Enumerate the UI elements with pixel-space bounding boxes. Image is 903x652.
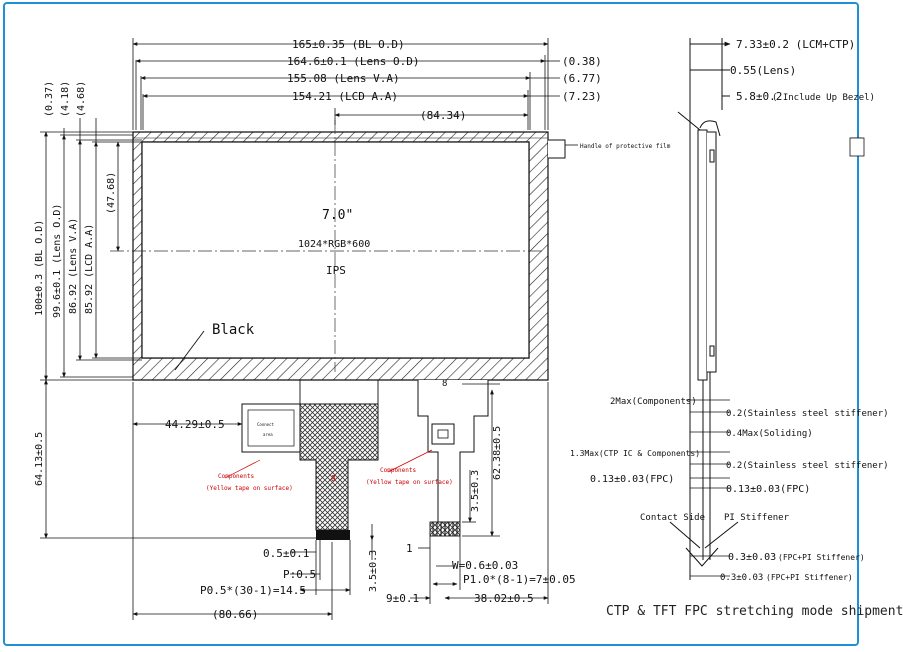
dim-nine: 9±0.1 <box>386 592 419 605</box>
svg-text:area: area <box>263 432 273 437</box>
dim-tail-h: 3.5±0.3 <box>368 550 379 592</box>
side-stiff1: 0.2(Stainless steel stiffener) <box>726 409 889 419</box>
dim-center-x: (84.34) <box>420 109 466 122</box>
dim-lens-od: 164.6±0.1 (Lens O.D) <box>287 55 419 68</box>
main-fpc-contacts <box>316 530 350 540</box>
black-label: Black <box>212 322 255 338</box>
side-comp-max: 2Max(Components) <box>610 397 697 407</box>
front-view: Handle of protective film 7.0" 1024*RGB*… <box>110 120 671 540</box>
side-view <box>669 38 739 580</box>
side-fpc-pi1: 0.3±0.03 <box>728 552 776 563</box>
side-total: 7.33±0.2 (LCM+CTP) <box>736 38 855 51</box>
side-fpc-pi1-note: (FPC+PI Stiffener) <box>778 553 865 562</box>
svg-text:8: 8 <box>442 379 447 389</box>
dim-offset-b: (6.77) <box>562 72 602 85</box>
dim-lcd-aa: 154.21 (LCD A.A) <box>292 90 398 103</box>
dim-center-y: (47.68) <box>106 172 117 214</box>
left-dimensions <box>40 118 316 539</box>
dim-fpc-left-offset: 44.29±0.5 <box>165 418 225 431</box>
panel-resolution: 1024*RGB*600 <box>298 239 370 250</box>
dim-pin-a: 0.5±0.1 <box>263 547 309 560</box>
components-label-1: Components <box>218 473 255 480</box>
side-fpc2: 0.13±0.03(FPC) <box>726 484 810 495</box>
technical-drawing: Handle of protective film 7.0" 1024*RGB*… <box>34 38 889 621</box>
svg-text:Connect: Connect <box>257 422 274 427</box>
dim-off-b: (4.18) <box>60 81 71 117</box>
side-fpc-pi2-note: (FPC+PI Stiffener) <box>766 573 853 582</box>
dim-right-dist: 38.02±0.5 <box>474 592 534 605</box>
dim-pitch: P0.5*(30-1)=14.5 <box>200 584 306 597</box>
side-ctp-ic: 1.3Max(CTP IC & Components) <box>570 449 700 458</box>
side-contact: Contact Side <box>640 513 705 523</box>
components-label-2: Components <box>380 467 417 474</box>
dim-offset-a: (0.38) <box>562 55 602 68</box>
dim-fpc-left: (80.66) <box>212 608 258 621</box>
panel-size: 7.0" <box>322 208 353 223</box>
side-fpc-pi2: 0.3±0.03 <box>720 573 763 583</box>
dim-total-h: 64.13±0.5 <box>34 432 45 486</box>
dim-off-a: (0.37) <box>44 81 55 117</box>
side-bezel: 5.8±0.2 <box>736 90 782 103</box>
dim-fpc-height: 62.38±0.5 <box>492 426 503 480</box>
dim-lens-va: 155.08 (Lens V.A) <box>287 72 400 85</box>
panel-type: IPS <box>326 264 346 277</box>
dim-bl-od: 165±0.35 (BL O.D) <box>292 38 405 51</box>
dim-one: 1 <box>406 542 413 555</box>
handle-label: Handle of protective film <box>580 143 671 150</box>
side-bezel-note: ( Include Up Bezel) <box>772 93 875 103</box>
side-lens: 0.55(Lens) <box>730 64 796 77</box>
drawing-caption: CTP & TFT FPC stretching mode shipment <box>606 604 903 619</box>
dim-bl-od-v: 100±0.3 (BL O.D) <box>34 220 45 316</box>
film-handle <box>548 139 566 159</box>
side-pi: PI Stiffener <box>724 513 790 523</box>
dim-stiff-h: 3.5±0.3 <box>470 470 481 512</box>
yellow-tape-2: (Yellow tape on surface) <box>366 479 453 486</box>
side-fpc1: 0.13±0.03(FPC) <box>590 474 674 485</box>
dim-lcd-aa-v: 85.92 (LCD A.A) <box>84 224 95 314</box>
dim-pin-b: P:0.5 <box>283 568 316 581</box>
dim-width: W=0.6±0.03 <box>452 559 518 572</box>
active-area <box>141 141 530 359</box>
dim-offset-c: (7.23) <box>562 90 602 103</box>
dim-lens-od-v: 99.6±0.1 (Lens O.D) <box>52 204 63 318</box>
side-stiff2: 0.2(Stainless steel stiffener) <box>726 461 889 471</box>
dim-pitch2: P1.0*(8-1)=7±0.05 <box>463 573 576 586</box>
drawing-frame <box>3 2 859 646</box>
top-dimensions <box>132 38 560 130</box>
fpc-dimensions <box>132 382 549 620</box>
svg-text:8: 8 <box>331 474 336 483</box>
yellow-tape-1: (Yellow tape on surface) <box>206 485 293 492</box>
main-fpc <box>299 380 379 405</box>
side-solid: 0.4Max(Soliding) <box>726 429 813 439</box>
dim-off-c: (4.68) <box>76 81 87 117</box>
dim-lens-va-v: 86.92 (Lens V.A) <box>68 218 79 314</box>
